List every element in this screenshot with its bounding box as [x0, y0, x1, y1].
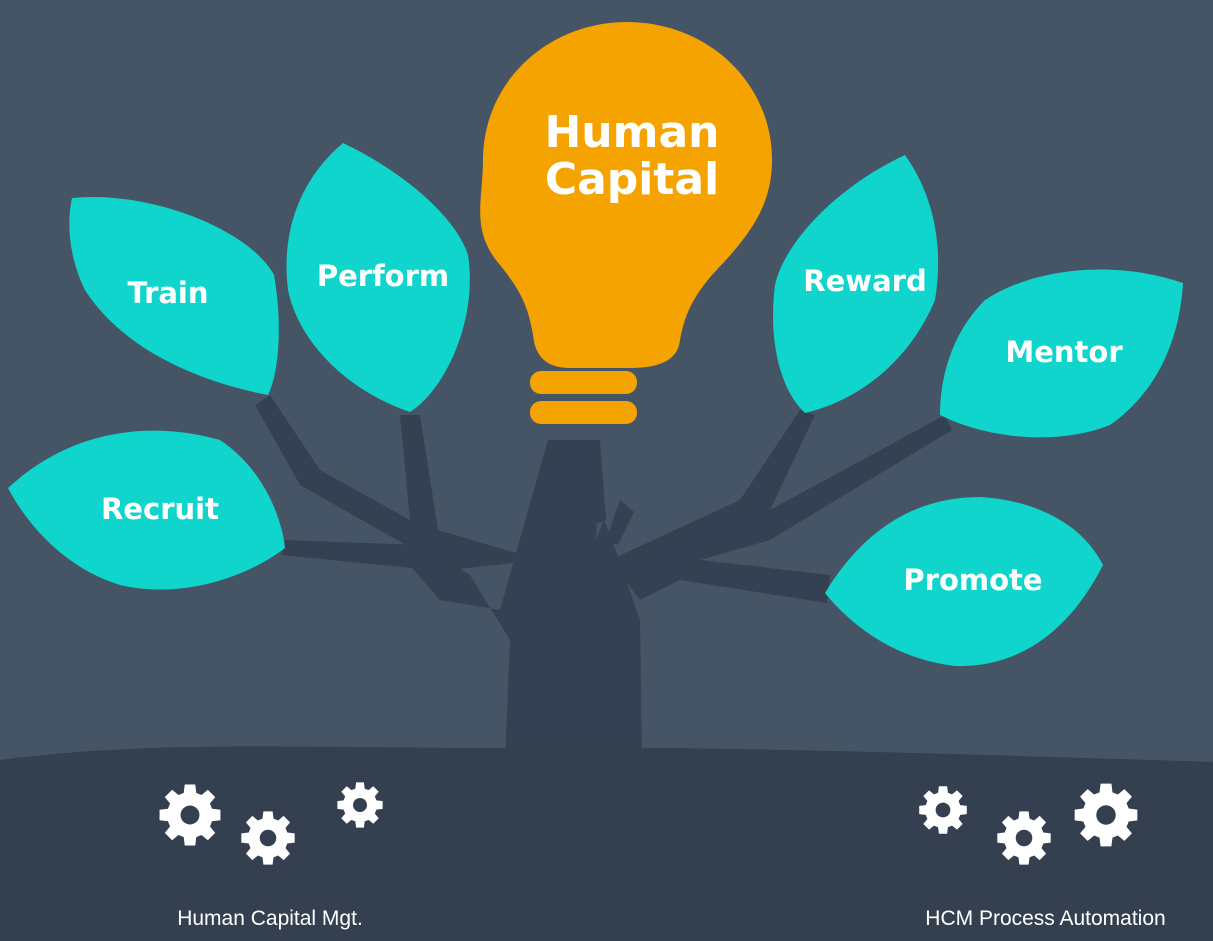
leaf-label-perform: Perform	[317, 259, 449, 293]
ground	[0, 746, 1213, 941]
leaf-promote: Promote	[825, 497, 1103, 667]
caption-left: Human Capital Mgt.	[177, 907, 363, 930]
leaf-label-train: Train	[127, 276, 208, 310]
leaf-label-reward: Reward	[803, 264, 926, 298]
leaf-label-mentor: Mentor	[1005, 335, 1123, 369]
bulb-label-line1: Human	[544, 107, 719, 158]
leaf-label-recruit: Recruit	[101, 492, 219, 526]
leaf-mentor: Mentor	[940, 269, 1183, 438]
caption-right: HCM Process Automation	[925, 907, 1166, 930]
leaf-train: Train	[69, 196, 279, 395]
leaf-label-promote: Promote	[903, 563, 1042, 597]
leaf-reward: Reward	[773, 155, 939, 413]
tree-trunk	[255, 395, 952, 760]
lightbulb-icon: Human Capital	[480, 22, 772, 424]
leaf-recruit: Recruit	[8, 430, 285, 590]
leaf-perform: Perform	[286, 143, 470, 412]
bulb-label-line2: Capital	[545, 154, 719, 205]
